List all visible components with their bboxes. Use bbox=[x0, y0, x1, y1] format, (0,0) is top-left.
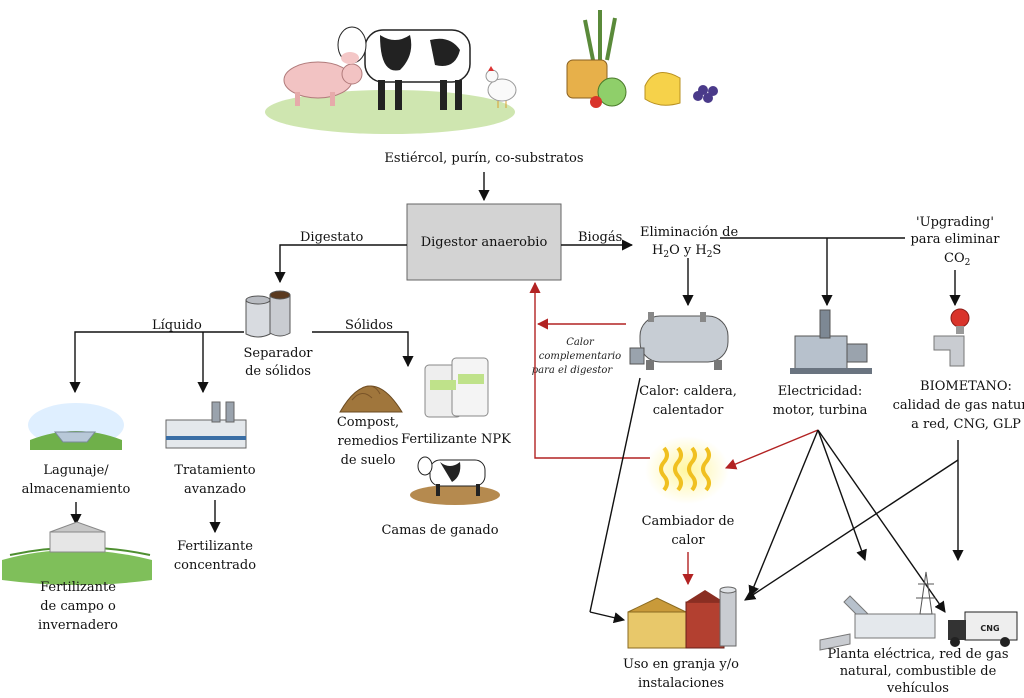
fertilizer-bags-icon bbox=[424, 357, 489, 418]
biometano-line2: calidad de gas natural bbox=[893, 398, 1024, 413]
planta-line2: natural, combustible de bbox=[840, 664, 997, 679]
compost-line2: remedios bbox=[338, 434, 399, 449]
elec-line2: motor, turbina bbox=[773, 403, 868, 418]
tratamiento-line2: avanzado bbox=[184, 482, 246, 497]
elim-sub2: 2 bbox=[707, 250, 713, 260]
cow-icon bbox=[337, 26, 471, 110]
svg-text:CO2: CO2 bbox=[944, 251, 970, 268]
elim-s: S bbox=[712, 243, 721, 258]
engine-to-truck-arrow bbox=[817, 429, 946, 613]
h2o-h2s-removal: Eliminación de H2O y H2S bbox=[640, 225, 739, 260]
heat-exchanger-return-arrow bbox=[529, 281, 650, 459]
svg-text:H2O y H2S: H2O y H2S bbox=[652, 243, 721, 260]
treatment-plant-icon bbox=[165, 401, 247, 449]
fert-campo-line2: de campo o bbox=[40, 599, 116, 614]
camas-label: Camas de ganado bbox=[381, 523, 498, 538]
digestato-arrow bbox=[274, 244, 407, 284]
gas-pipe-icon bbox=[933, 308, 970, 367]
compost-pile-icon bbox=[339, 385, 403, 413]
biomethane-to-farm-arrow bbox=[744, 459, 959, 601]
field-greenhouse-icon bbox=[2, 521, 152, 585]
upgrading-step: 'Upgrading' para eliminar CO2 bbox=[905, 215, 1005, 268]
elec-line1: Electricidad: bbox=[778, 384, 862, 399]
separator-tanks-icon bbox=[245, 290, 291, 338]
solidos-arrow bbox=[312, 331, 414, 368]
fert-conc-line2: concentrado bbox=[174, 558, 256, 573]
engine-to-plant-arrow bbox=[817, 429, 867, 562]
elim-oyh: O y H bbox=[669, 243, 707, 258]
biometano-line3: a red, CNG, GLP bbox=[911, 417, 1021, 432]
tratamiento-line1: Tratamiento bbox=[174, 463, 255, 478]
power-plant-icon bbox=[819, 571, 936, 651]
elim-line1: Eliminación de bbox=[640, 225, 739, 240]
uso-line2: instalaciones bbox=[638, 676, 724, 691]
calor-comp-3: para el digestor bbox=[532, 365, 614, 376]
input-label: Estiércol, purín, co-substratos bbox=[384, 151, 583, 166]
heat-waves-icon bbox=[645, 436, 729, 504]
lagoon-icon bbox=[28, 403, 124, 450]
upgrading-line1: 'Upgrading' bbox=[916, 215, 994, 230]
digester-label: Digestor anaerobio bbox=[421, 235, 548, 250]
compost-line1: Compost, bbox=[337, 415, 399, 430]
truck-badge-label: CNG bbox=[980, 624, 999, 633]
engine-to-farm-arrow bbox=[748, 429, 819, 598]
upgrading-co: CO bbox=[944, 251, 965, 266]
solidos-label: Sólidos bbox=[345, 318, 393, 333]
uso-line1: Uso en granja y/o bbox=[623, 657, 739, 672]
fert-campo-line1: Fertilizante bbox=[40, 580, 116, 595]
planta-line1: Planta eléctrica, red de gas bbox=[827, 647, 1008, 662]
boiler-icon bbox=[629, 312, 729, 370]
biogas-label: Biogás bbox=[578, 230, 622, 245]
chicken-icon bbox=[485, 66, 517, 108]
calor-comp-1: Calor bbox=[566, 337, 595, 348]
bedding-cow-icon bbox=[410, 456, 500, 505]
separador-line1: Separador bbox=[244, 346, 314, 361]
lagunaje-line1: Lagunaje/ bbox=[43, 463, 109, 478]
planta-line3: vehículos bbox=[886, 681, 949, 696]
cambiador-line1: Cambiador de bbox=[642, 514, 735, 529]
engine-icon bbox=[790, 309, 872, 374]
livestock-illustration bbox=[265, 26, 517, 134]
cng-truck-icon: CNG bbox=[948, 611, 1018, 647]
fert-conc-line1: Fertilizante bbox=[177, 539, 253, 554]
elim-sub1: 2 bbox=[663, 250, 669, 260]
lagunaje-line2: almacenamiento bbox=[22, 482, 131, 497]
upgrading-co-sub: 2 bbox=[965, 258, 971, 268]
fert-campo-line3: invernadero bbox=[38, 618, 118, 633]
liquido-label: Líquido bbox=[152, 318, 202, 333]
digester-box: Digestor anaerobio bbox=[406, 203, 562, 281]
calor-line2: calentador bbox=[653, 403, 724, 418]
boiler-to-farm-arrow bbox=[589, 611, 626, 624]
separador-line2: de sólidos bbox=[245, 364, 311, 379]
elim-h: H bbox=[652, 243, 663, 258]
compost-line3: de suelo bbox=[341, 453, 396, 468]
crops-icon bbox=[566, 10, 718, 108]
cambiador-line2: calor bbox=[671, 533, 705, 548]
digestato-label: Digestato bbox=[300, 230, 363, 245]
calor-line1: Calor: caldera, bbox=[639, 384, 737, 399]
pig-icon bbox=[283, 61, 363, 106]
calor-comp-2: complementario bbox=[539, 351, 621, 362]
engine-to-exchanger-arrow bbox=[724, 429, 819, 470]
npk-label: Fertilizante NPK bbox=[401, 432, 511, 447]
farm-buildings-icon bbox=[627, 586, 737, 649]
upgrading-line2: para eliminar bbox=[910, 232, 1000, 247]
biometano-line1: BIOMETANO: bbox=[920, 379, 1012, 394]
boiler-line bbox=[589, 377, 641, 613]
liquido-left-arrow bbox=[69, 331, 244, 394]
